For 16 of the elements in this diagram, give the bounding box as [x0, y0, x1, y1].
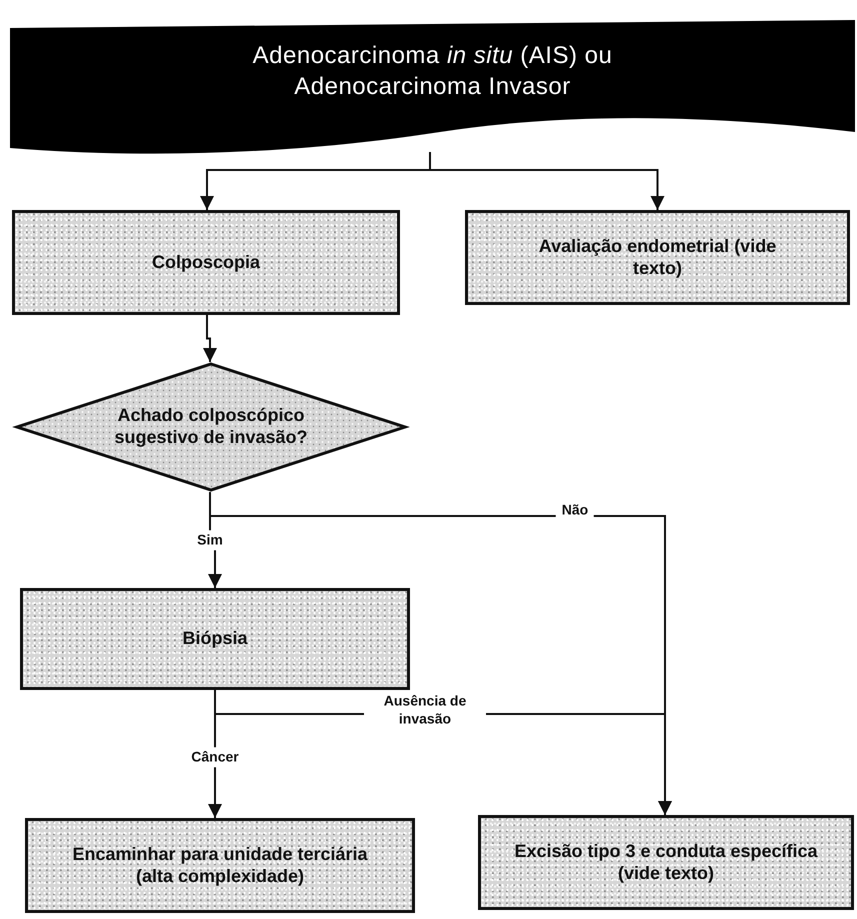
arrow [203, 315, 217, 362]
process-box [20, 588, 410, 690]
process-box [465, 210, 850, 305]
wave-banner [10, 20, 855, 152]
step-label: Excisão tipo 3 e conduta específica (vide texto) [513, 840, 819, 884]
decision-diamond [15, 362, 407, 492]
step-label: Colposcopia [152, 252, 260, 274]
step-label: Biópsia [182, 628, 248, 650]
decision-question: Achado colposcópico sugestivo de invasão? [113, 405, 309, 449]
banner-title: Adenocarcinoma in situ (AIS) ou Adenocarcinoma Invasor [252, 40, 614, 102]
process-box [25, 818, 415, 913]
process-box [478, 815, 854, 910]
step-label: Encaminhar para unidade terciária (alta complexidade) [71, 844, 369, 888]
process-box [12, 210, 400, 315]
step-label: Avaliação endometrial (vide texto) [538, 236, 778, 280]
arrow [429, 152, 664, 210]
